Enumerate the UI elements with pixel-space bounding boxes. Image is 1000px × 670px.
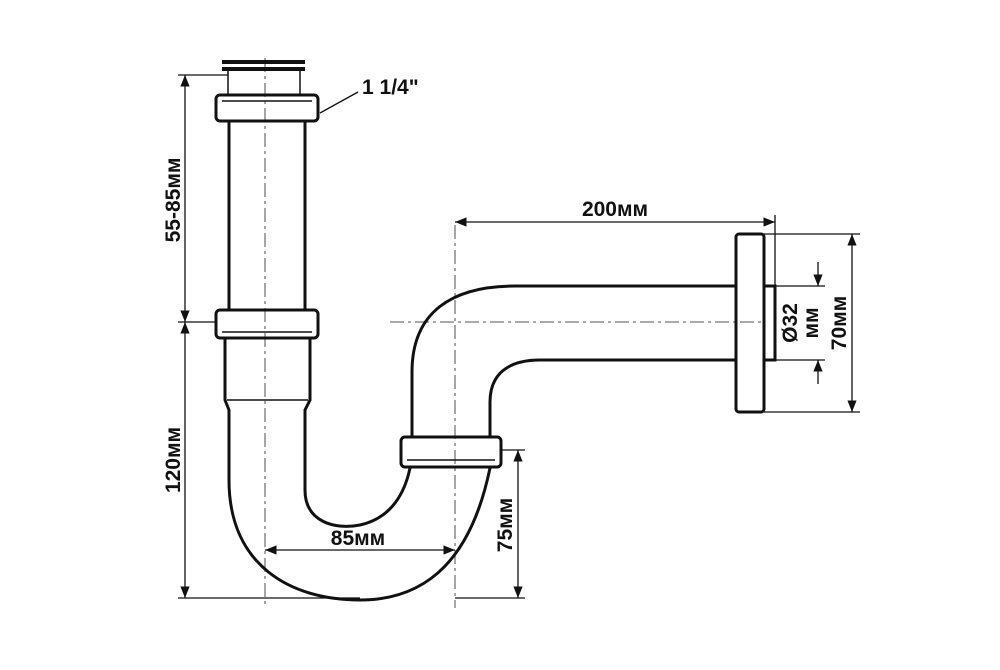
- bend-nut: [399, 435, 503, 469]
- diameter-label: Ø32: [779, 303, 802, 343]
- upper-nut: [214, 93, 320, 123]
- u-bend: [223, 338, 492, 602]
- vertical-tube: [227, 121, 307, 310]
- outlet-length-label: 200мм: [582, 198, 648, 221]
- diameter-unit-label: мм: [800, 307, 823, 338]
- outlet-height-label: 75мм: [494, 498, 517, 552]
- upper-height-label: 55-85мм: [162, 158, 185, 243]
- thread-label: 1 1/4": [362, 76, 419, 99]
- lower-height-label: 120мм: [162, 427, 185, 493]
- center-lines: [264, 58, 765, 608]
- outlet-pipe: [410, 284, 735, 437]
- flange-height-label: 70мм: [828, 296, 851, 350]
- wall-flange: [734, 232, 777, 414]
- thread-leader: [319, 91, 359, 114]
- bend-width-label: 85мм: [331, 527, 385, 550]
- middle-nut: [214, 308, 320, 340]
- top-cap: [222, 60, 305, 95]
